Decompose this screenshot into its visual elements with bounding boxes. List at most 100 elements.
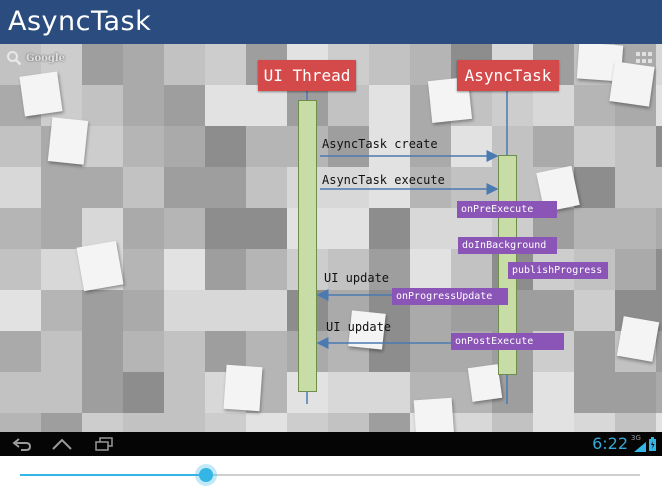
wallpaper-tile [164,249,205,290]
wallpaper-tile [246,85,287,126]
wallpaper-tile [164,85,205,126]
wallpaper-tile [82,331,123,372]
wallpaper-tile [41,249,82,290]
wallpaper-tile [615,249,656,290]
wallpaper-tile [164,208,205,249]
seekbar-progress [20,474,206,476]
wallpaper-tile [328,208,369,249]
seekbar-thumb[interactable] [199,468,213,482]
wallpaper-tile [123,331,164,372]
wifi-icon [634,442,646,452]
wallpaper-tile [615,126,656,167]
wallpaper-tile [656,331,662,372]
wallpaper-tile [123,249,164,290]
wallpaper-tile [164,167,205,208]
seekbar-area [0,456,662,496]
wallpaper-tile [164,372,205,413]
wallpaper-tile [574,167,615,208]
wallpaper-tile [164,44,205,85]
wallpaper-tile [492,413,533,432]
message-label-2: AsyncTask execute [322,173,445,187]
wallpaper-tile [451,249,492,290]
wallpaper-tile [328,413,369,432]
wallpaper-tile [656,44,662,85]
wallpaper-tile [123,208,164,249]
wallpaper-tile [82,290,123,331]
wallpaper-tile [0,208,41,249]
wallpaper-tile [410,249,451,290]
ui-thread-header: UI Thread [258,60,356,91]
search-label: Google [26,52,66,64]
wallpaper-tile [41,290,82,331]
title-bar: AsyncTask [0,0,662,44]
wallpaper-tile [287,413,328,432]
wallpaper-tile [205,167,246,208]
wallpaper-tile [328,167,369,208]
recent-apps-button[interactable] [92,436,116,452]
wallpaper-tile [205,44,246,85]
wallpaper-tile [369,208,410,249]
wallpaper-tile [656,208,662,249]
wallpaper-tile [328,126,369,167]
wallpaper-tile [82,44,123,85]
wallpaper-tile [41,208,82,249]
google-search-widget[interactable]: Google [6,50,65,66]
wallpaper-tile [41,167,82,208]
wallpaper-tile [123,126,164,167]
wallpaper-tile [0,372,41,413]
wallpaper-tile [451,413,492,432]
wallpaper-tile [574,208,615,249]
ui-thread-activation-bar [298,100,317,392]
wallpaper-tile [205,126,246,167]
wallpaper-tile [328,372,369,413]
sequence-diagram: UI Thread AsyncTask AsyncTask create Asy… [0,44,662,432]
battery-icon [649,437,656,451]
wallpaper-tile [246,290,287,331]
app-title: AsyncTask [8,6,152,37]
callback-onpreexecute: onPreExecute [457,201,557,218]
wallpaper-tile [574,331,615,372]
wallpaper-tile [369,167,410,208]
seekbar-track[interactable] [20,474,640,476]
wallpaper-tile [164,126,205,167]
asynctask-header: AsyncTask [457,60,559,91]
system-navigation-bar: 6:22 3G [0,432,662,456]
wallpaper-tile [205,413,246,432]
wallpaper-tile [533,85,574,126]
wallpaper-tile [164,331,205,372]
back-button[interactable] [10,436,34,452]
wallpaper-tile [123,85,164,126]
wallpaper-tile [82,372,123,413]
wallpaper-tile [451,126,492,167]
search-icon [7,51,22,66]
wallpaper-tile [656,126,662,167]
recent-apps-icon [95,437,113,451]
wallpaper-tile [82,413,123,432]
all-apps-icon[interactable] [636,52,652,64]
message-label-3: UI update [324,271,390,285]
wallpaper-tile [164,413,205,432]
callback-doinbackground: doInBackground [458,237,557,254]
wallpaper-tile [41,331,82,372]
message-label-1: AsyncTask create [322,137,438,151]
wallpaper-tile [41,413,82,432]
wallpaper-tile [123,413,164,432]
callback-publishprogress: publishProgress [508,262,608,279]
wallpaper-tile [369,126,410,167]
wallpaper-tile [369,413,410,432]
home-button[interactable] [50,436,74,452]
wallpaper-tile [574,85,615,126]
wallpaper-tile [656,167,662,208]
home-icon [52,438,72,450]
wallpaper-tile [246,208,287,249]
wallpaper-tile [0,413,41,432]
wallpaper-tile [533,413,574,432]
wallpaper-tile [574,126,615,167]
wallpaper-tile [246,167,287,208]
wallpaper-tile [246,331,287,372]
signal-indicator: 3G [631,434,647,452]
wallpaper-tile [123,372,164,413]
wallpaper-tile [205,85,246,126]
callback-onpostexecute: onPostExecute [451,333,564,350]
wallpaper-tile [246,249,287,290]
